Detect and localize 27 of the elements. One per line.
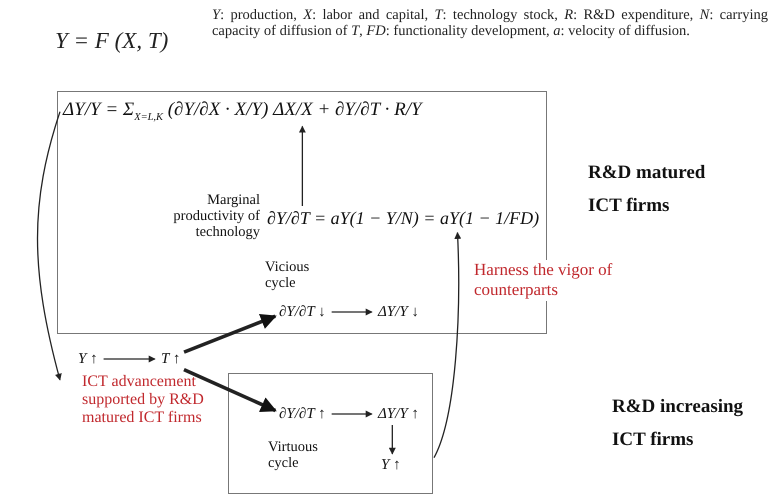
arrow: [298, 126, 306, 206]
node-caption: Vicious cycle: [265, 260, 310, 292]
arrow: [183, 368, 277, 412]
formula: Y = F (X, T): [55, 28, 170, 54]
arrow: [36, 111, 62, 381]
formula: Y ↑: [381, 456, 401, 474]
formula: ∂Y/∂T ↑: [279, 405, 326, 423]
arrow: [332, 410, 373, 418]
group-box: [228, 373, 433, 494]
group-caption: R&D increasing ICT firms: [612, 395, 744, 452]
formula: ∂Y/∂T = aY(1 − Y/N) = aY(1 − 1/FD): [267, 208, 540, 230]
formula: T ↑: [161, 350, 180, 368]
formula: ΔY/Y ↓: [378, 303, 419, 321]
formula: ΔY/Y = Σ$_{X=L,K}$ (∂Y/∂X · X/Y) ΔX/X + ∂Y/∂T · R/Y: [63, 99, 422, 124]
arrow: [183, 314, 277, 354]
note-text: ICT advancement supported by R&D matured ICT firms: [82, 373, 205, 427]
arrow: [388, 425, 396, 455]
arrow: [104, 356, 156, 362]
formula: Y ↑: [78, 350, 98, 368]
node-caption: Marginal productivity of technology: [172, 193, 260, 241]
formula: ∂Y/∂T ↓: [279, 303, 326, 321]
arrow: [433, 232, 462, 458]
group-caption: R&D matured ICT firms: [588, 161, 706, 218]
formula: ΔY/Y ↑: [378, 405, 419, 423]
node-caption: Virtuous cycle: [268, 440, 319, 472]
note-text: Y: production, X: labor and capital, T: technology stock, R: R&D expenditure, N: carrying capacity of diffusion of T, FD: functionality development, a: velocity of diffusion.: [212, 7, 768, 40]
arrow: [332, 308, 373, 316]
